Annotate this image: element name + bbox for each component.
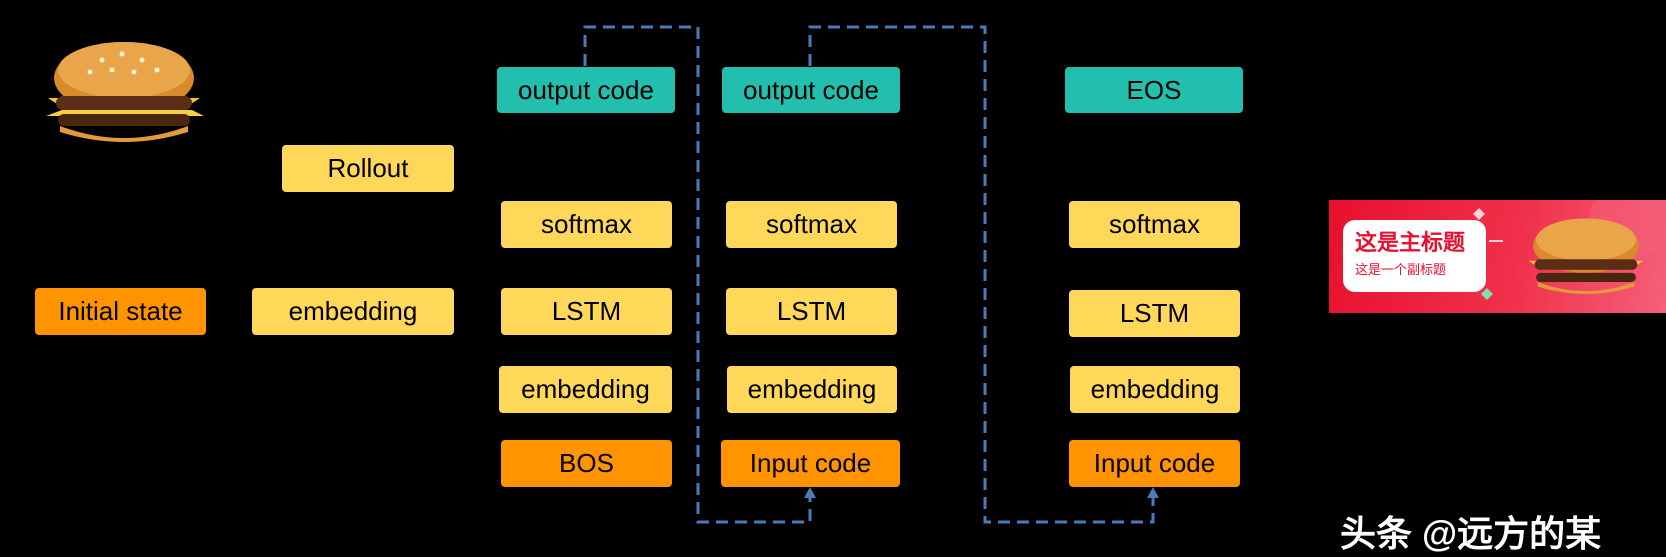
softmax-label-step2: softmax: [765, 209, 858, 239]
embedding-label-step2: embedding: [747, 374, 877, 404]
input-box-step1: BOS: [501, 440, 672, 487]
burger-icon: [46, 42, 204, 142]
output-label-step3: EOS: [1126, 74, 1182, 105]
output-label-step2: output code: [743, 74, 879, 105]
output-box-step2: output code: [722, 67, 900, 113]
output-label-step1: output code: [518, 74, 654, 105]
output-box-step1: output code: [497, 67, 675, 113]
lstm-label-step1: LSTM: [551, 296, 622, 326]
rollout-box: Rollout: [282, 145, 454, 192]
output-box-step3: EOS: [1065, 67, 1243, 113]
softmax-label-step1: softmax: [540, 209, 633, 239]
input-label-step2: Input code: [749, 448, 872, 478]
arrowhead-step2-input: [804, 487, 816, 498]
softmax-box-step3: softmax: [1069, 201, 1240, 248]
lstm-box-step2: LSTM: [726, 288, 897, 335]
embedding-box-step1: embedding: [499, 366, 672, 413]
arrowhead-step3-input: [1147, 487, 1159, 498]
input-label-step1: BOS: [559, 448, 614, 478]
lstm-box-step1: LSTM: [501, 288, 672, 335]
softmax-label-step3: softmax: [1108, 209, 1201, 239]
initial-state-label: Initial state: [58, 296, 183, 326]
watermark-text: 头条 @远方的某: [1340, 513, 1602, 554]
embedding-box-step2: embedding: [727, 366, 897, 413]
embedding-label-step1: embedding: [521, 374, 650, 404]
embedding-label-left: embedding: [288, 296, 418, 326]
embedding-label-step3: embedding: [1090, 374, 1220, 404]
banner-card: 这是主标题 这是一个副标题: [1343, 220, 1486, 292]
feedback-line-step1-to-step2: [583, 25, 812, 524]
initial-state-box: Initial state: [35, 288, 206, 335]
embedding-box-left: embedding: [252, 288, 454, 335]
input-label-step3: Input code: [1093, 448, 1216, 478]
rollout-label: Rollout: [327, 153, 409, 183]
promo-banner: 这是主标题 这是一个副标题: [1329, 200, 1666, 313]
input-box-step2: Input code: [721, 440, 900, 487]
banner-title: 这是主标题: [1355, 230, 1466, 255]
banner-burger-icon: [1528, 218, 1644, 295]
lstm-label-step3: LSTM: [1119, 298, 1190, 328]
embedding-box-step3: embedding: [1070, 366, 1240, 413]
softmax-box-step2: softmax: [726, 201, 897, 248]
softmax-box-step1: softmax: [501, 201, 672, 248]
feedback-line-step2-to-step3: [808, 25, 1155, 524]
lstm-box-step3: LSTM: [1069, 290, 1240, 337]
input-box-step3: Input code: [1069, 440, 1240, 487]
feedback-connectors: [583, 25, 1159, 524]
banner-subtitle: 这是一个副标题: [1355, 262, 1447, 277]
lstm-label-step2: LSTM: [776, 296, 847, 326]
